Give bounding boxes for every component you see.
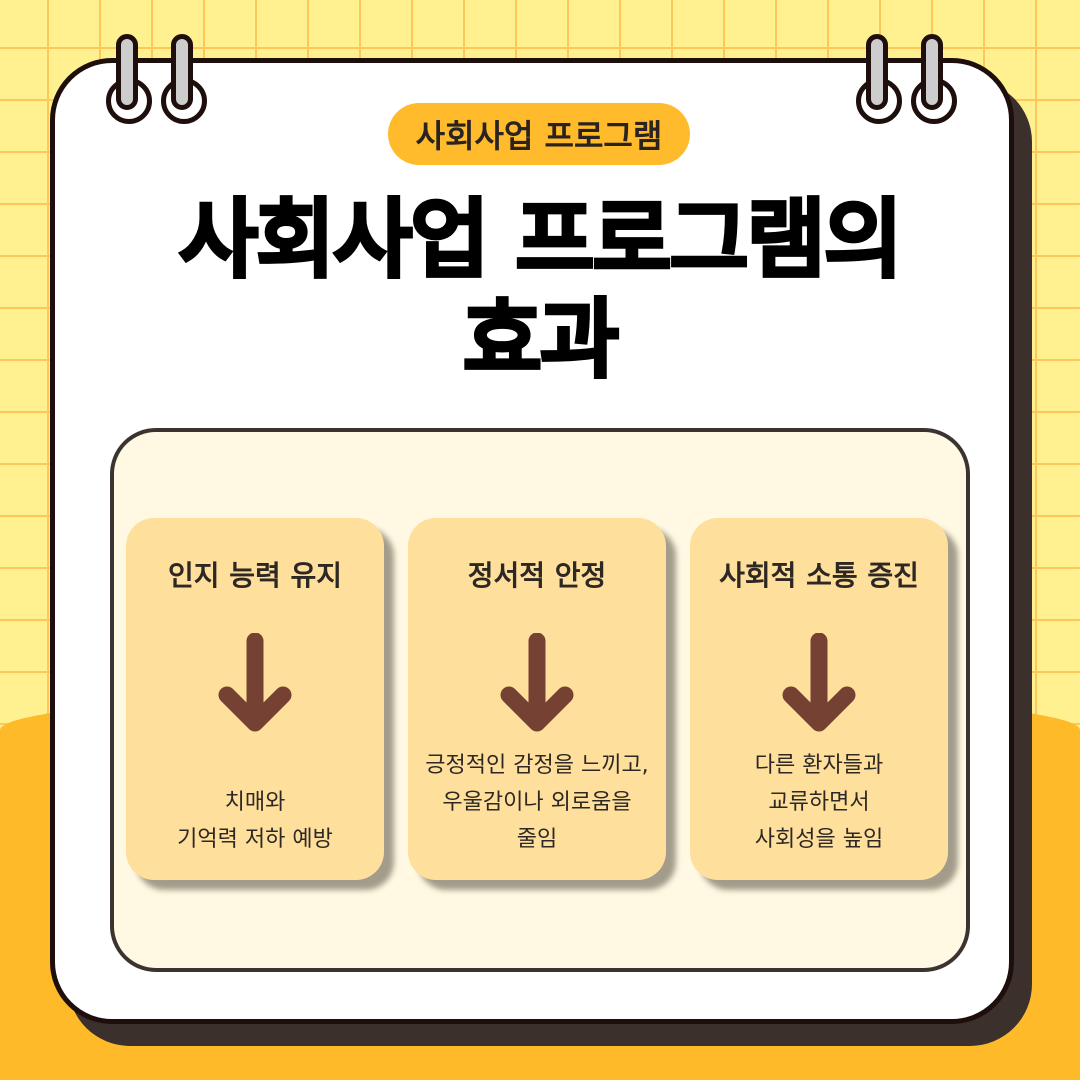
arrow-down-icon: [500, 633, 574, 732]
effect-heading: 정서적 안정: [467, 559, 607, 592]
effect-description-line: 긍정적인 감정을 느끼고,: [425, 753, 649, 778]
effect-description-line: 우울감이나 외로움을: [442, 790, 632, 815]
category-badge: 사회사업 프로그램: [388, 103, 690, 165]
binder-clip-icon: [921, 34, 943, 110]
effect-heading: 인지 능력 유지: [167, 559, 343, 592]
arrow-down-icon: [218, 633, 292, 732]
binder-clip-icon: [116, 34, 138, 110]
effect-heading: 사회적 소통 증진: [719, 559, 919, 592]
effect-description-line: 사회성을 높임: [754, 827, 884, 852]
title-line-1: 사회사업 프로그램의: [177, 189, 904, 292]
binder-clip-icon: [171, 34, 193, 110]
page-title: 사회사업 프로그램의 효과: [0, 189, 1080, 392]
binder-clip-icon: [866, 34, 888, 110]
effect-description-line: 교류하면서: [768, 790, 870, 815]
effect-description-line: 기억력 저하 예방: [177, 827, 333, 852]
effect-description-line: 줄임: [516, 827, 558, 852]
title-line-2: 효과: [461, 289, 620, 392]
arrow-down-icon: [782, 633, 856, 732]
effect-description-line: 다른 환자들과: [754, 753, 884, 778]
effect-description-line: 치매와: [224, 790, 286, 815]
